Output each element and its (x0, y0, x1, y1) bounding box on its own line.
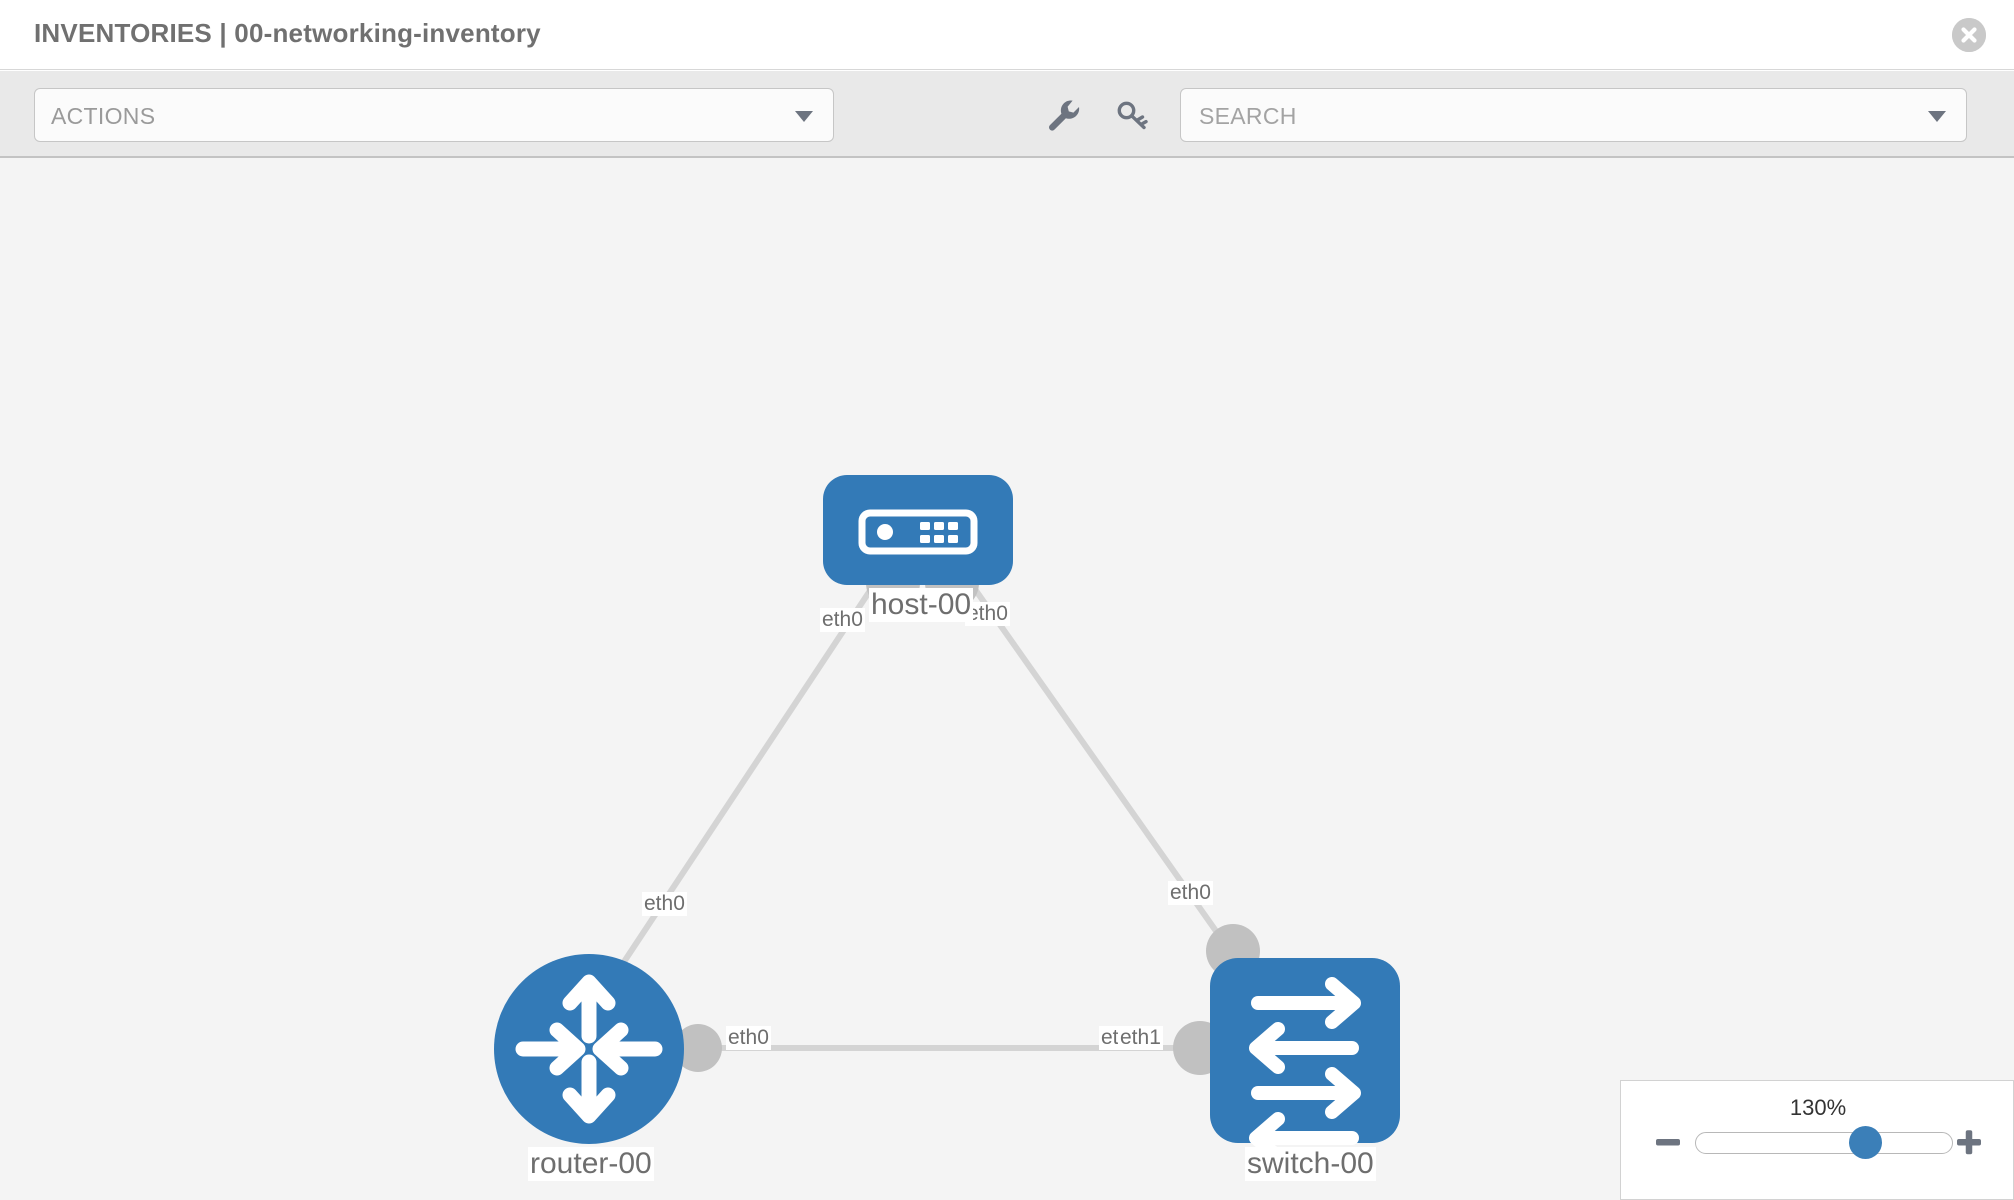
edge-label-router-right: eth0 (726, 1026, 771, 1050)
page-title: INVENTORIES | 00-networking-inventory (34, 18, 541, 48)
edge-label-switch-up: eth0 (1168, 881, 1213, 905)
topology-connectors (674, 556, 1260, 1075)
zoom-level-label: 130% (1789, 1095, 1847, 1120)
page-header: INVENTORIES | 00-networking-inventory (0, 0, 2014, 70)
edge-label-router-up: eth0 (642, 892, 687, 916)
plus-icon[interactable] (1954, 1127, 1984, 1157)
edge-label-host-left: eth0 (820, 608, 865, 632)
edge-host-router (597, 566, 888, 1000)
node-host-00[interactable] (823, 475, 1013, 585)
node-switch-00[interactable] (1210, 958, 1400, 1164)
zoom-control-panel: 130% (1620, 1080, 2014, 1200)
connector-router-right (674, 1024, 722, 1072)
close-icon[interactable] (1952, 18, 1986, 52)
edge-label-switch-left-b: eth1 (1118, 1026, 1163, 1050)
zoom-slider-track[interactable] (1695, 1132, 1953, 1154)
wrench-icon[interactable] (1045, 96, 1083, 134)
zoom-slider-thumb[interactable] (1849, 1126, 1882, 1159)
toolbar: ACTIONS (0, 71, 2014, 158)
topology-edges (597, 566, 1238, 1051)
actions-dropdown[interactable]: ACTIONS (34, 88, 834, 142)
topology-canvas[interactable]: eth0 eth0 eth0 eth0 eth0 eth0 eth1 host-… (0, 158, 2014, 1200)
search-field[interactable] (1180, 88, 1967, 143)
minus-icon[interactable] (1653, 1127, 1683, 1157)
node-label-switch-00: switch-00 (1245, 1147, 1376, 1181)
chevron-down-icon (795, 111, 813, 122)
node-label-router-00: router-00 (528, 1147, 654, 1181)
node-router-00[interactable] (494, 954, 684, 1144)
actions-dropdown-label: ACTIONS (51, 103, 156, 129)
chevron-down-icon[interactable] (1928, 111, 1946, 122)
search-input[interactable] (1197, 89, 1901, 143)
topology-graph (494, 475, 1400, 1164)
key-icon[interactable] (1113, 96, 1151, 134)
node-label-host-00: host-00 (869, 588, 974, 622)
